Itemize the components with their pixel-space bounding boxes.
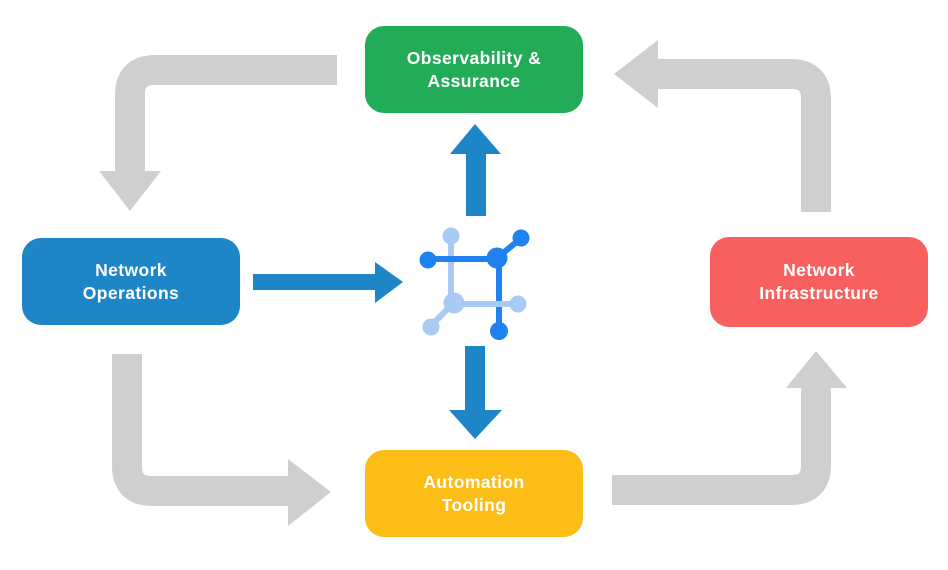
node-label-line: Network [783, 260, 855, 280]
arrow-operations-to-automation [112, 354, 331, 526]
arrowhead-right [288, 459, 331, 526]
arrow-center-to-observability [450, 124, 501, 216]
arrowhead-left [614, 40, 658, 108]
node-automation: Automation Tooling [365, 450, 583, 537]
node-label-line: Tooling [441, 494, 507, 515]
arrow-observability-to-operations [99, 55, 337, 211]
arrowhead-right [375, 262, 403, 303]
network-mesh-icon [419, 227, 530, 340]
node-label-line: Assurance [427, 70, 521, 91]
node-infrastructure: Network Infrastructure [710, 237, 928, 327]
node-observability: Observability & Assurance [365, 26, 583, 113]
arrow-automation-to-infrastructure [612, 351, 847, 505]
arrowhead-down [449, 410, 502, 439]
arrowhead-up [786, 351, 847, 388]
arrowhead-up [450, 124, 501, 154]
arrow-infrastructure-to-observability [614, 40, 831, 212]
node-label-line: Operations [82, 282, 180, 303]
node-label-line: Observability & [406, 47, 542, 68]
arrow-operations-to-center [253, 262, 403, 303]
node-label-line: Network [95, 259, 167, 280]
node-label-line: Infrastructure [759, 283, 879, 303]
node-operations: Network Operations [22, 238, 240, 325]
node-label-line: Automation [423, 471, 525, 492]
arrowhead-down [99, 171, 161, 211]
arrow-center-to-automation [449, 346, 502, 439]
